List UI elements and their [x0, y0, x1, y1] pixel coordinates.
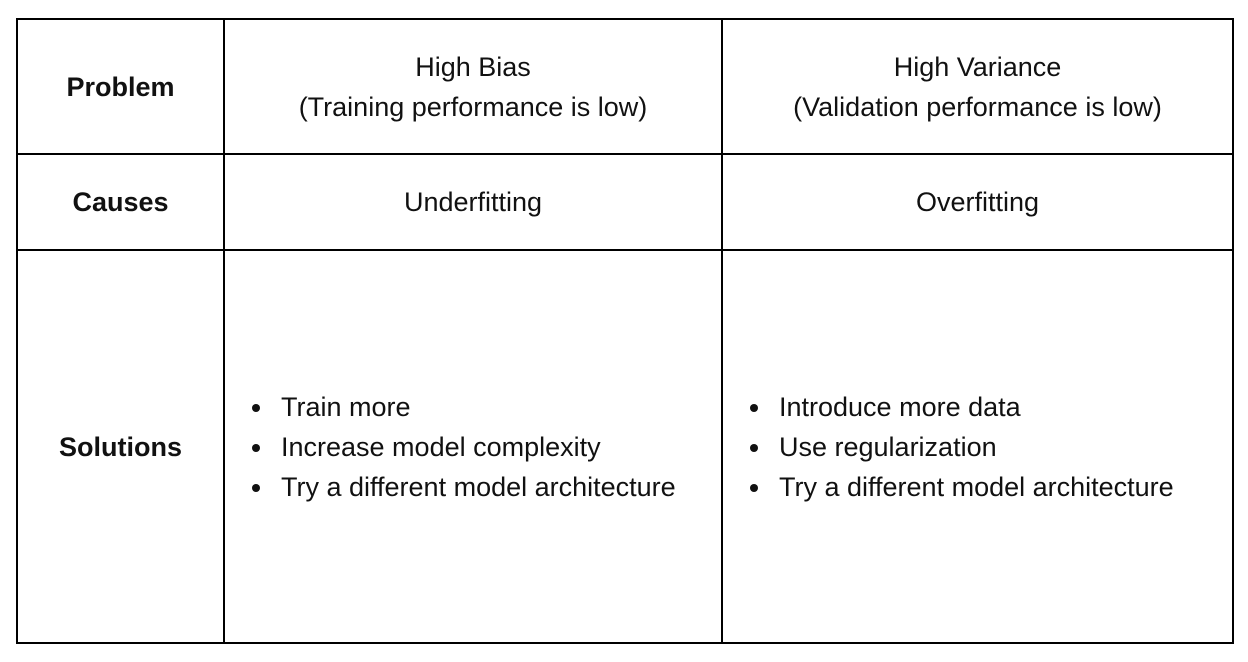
high-bias-title: High Bias — [415, 51, 531, 82]
solution-item: Train more — [275, 387, 711, 427]
row-header-solutions: Solutions — [16, 249, 225, 644]
solution-item: Introduce more data — [773, 387, 1222, 427]
high-bias-subtitle: (Training performance is low) — [298, 91, 648, 122]
solution-item: Use regularization — [773, 427, 1222, 467]
solution-item: Increase model complexity — [275, 427, 711, 467]
table-row-causes: Causes Underfitting Overfitting — [16, 153, 1234, 251]
high-bias-solutions-list: Train moreIncrease model complexityTry a… — [225, 387, 721, 507]
row-header-problem: Problem — [16, 18, 225, 155]
solution-item: Try a different model architecture — [275, 467, 711, 507]
table-row-problem: Problem High Bias (Training performance … — [16, 18, 1234, 155]
row-header-causes: Causes — [16, 153, 225, 251]
cell-high-variance-problem: High Variance (Validation performance is… — [721, 18, 1234, 155]
cell-high-bias-problem: High Bias (Training performance is low) — [223, 18, 723, 155]
cell-high-bias-cause: Underfitting — [223, 153, 723, 251]
high-variance-solutions-list: Introduce more dataUse regularizationTry… — [723, 387, 1232, 507]
table-row-solutions: Solutions Train moreIncrease model compl… — [16, 249, 1234, 644]
cell-high-variance-cause: Overfitting — [721, 153, 1234, 251]
bias-variance-comparison-table: Problem High Bias (Training performance … — [16, 18, 1234, 644]
cell-high-variance-solutions: Introduce more dataUse regularizationTry… — [721, 249, 1234, 644]
high-variance-title: High Variance — [893, 51, 1062, 82]
high-variance-subtitle: (Validation performance is low) — [793, 91, 1162, 122]
cell-high-bias-solutions: Train moreIncrease model complexityTry a… — [223, 249, 723, 644]
solution-item: Try a different model architecture — [773, 467, 1222, 507]
